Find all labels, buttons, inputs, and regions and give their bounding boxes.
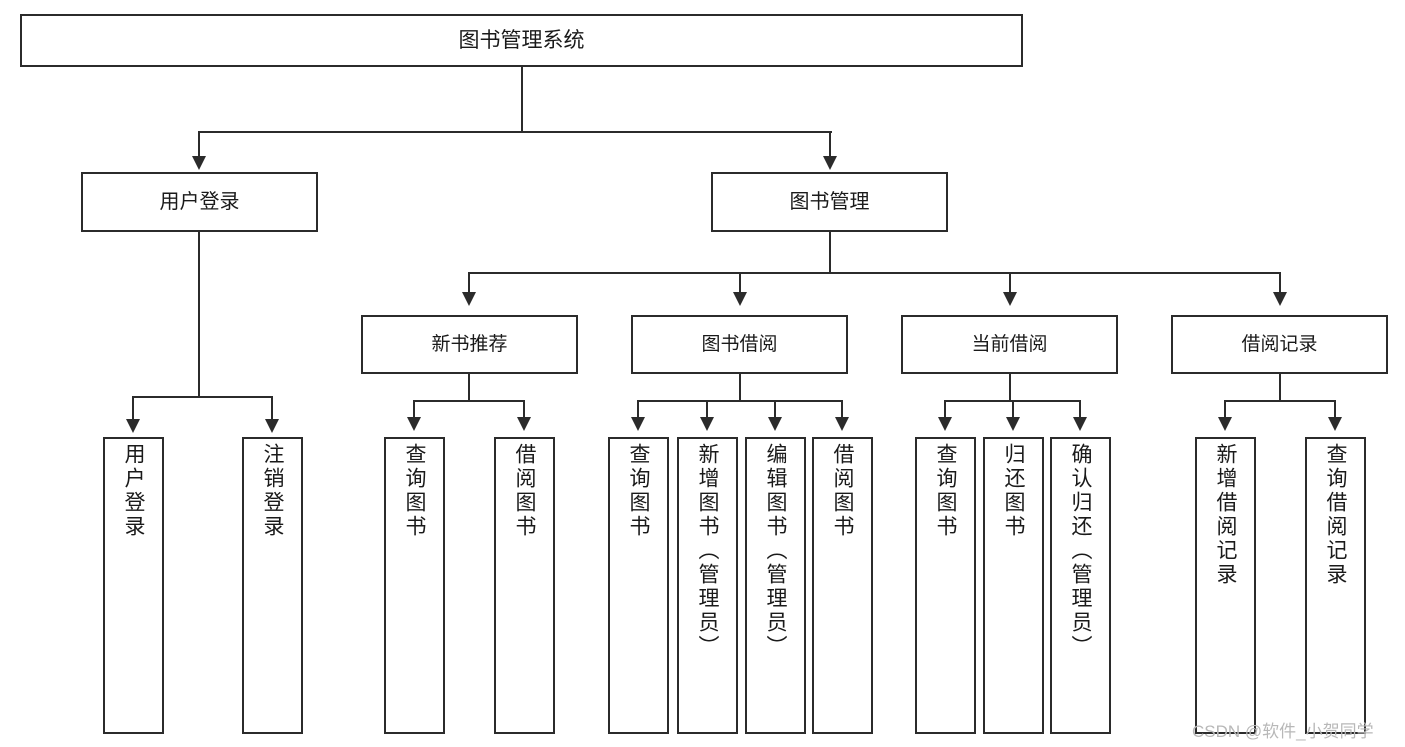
leaf-user-login[interactable]: 用户登录 (103, 437, 164, 734)
edge-borrow-record-drop-1 (1224, 400, 1226, 418)
arrow-to-borrow-record (1273, 292, 1287, 306)
arrow-leaf-query-record (1328, 417, 1342, 431)
arrow-leaf-borrow-book-1 (517, 417, 531, 431)
node-current-borrow[interactable]: 当前借阅 (901, 315, 1118, 374)
arrow-leaf-query-book-3 (938, 417, 952, 431)
node-user-login[interactable]: 用户登录 (81, 172, 318, 232)
leaf-query-book-current[interactable]: 查询图书 (915, 437, 976, 734)
arrow-leaf-add-book (700, 417, 714, 431)
csdn-watermark: CSDN @软件_小贺同学 (1192, 722, 1374, 741)
node-label: 归还图书 (1002, 443, 1025, 539)
arrow-leaf-confirm-return (1073, 417, 1087, 431)
node-book-borrow[interactable]: 图书借阅 (631, 315, 848, 374)
node-label: 借阅记录 (1241, 333, 1318, 355)
node-label: 用户登录 (159, 190, 240, 213)
edge-new-book-drop-2 (523, 400, 525, 418)
node-label: 注销登录 (261, 443, 284, 539)
edge-borrow-record-bus (1224, 400, 1335, 402)
node-label: 借阅图书 (513, 443, 536, 539)
node-label: 图书借阅 (701, 333, 778, 355)
arrow-leaf-edit-book (768, 417, 782, 431)
leaf-query-book-new[interactable]: 查询图书 (384, 437, 445, 734)
edge-to-book-borrow (739, 272, 741, 294)
edge-book-mgmt-bus (468, 272, 1280, 274)
arrow-leaf-query-book-2 (631, 417, 645, 431)
leaf-logout[interactable]: 注销登录 (242, 437, 303, 734)
arrow-to-new-book (462, 292, 476, 306)
arrow-leaf-user-login (126, 419, 140, 433)
node-label: 图书管理系统 (458, 28, 585, 52)
edge-book-borrow-drop-1 (637, 400, 639, 418)
arrow-to-current-borrow (1003, 292, 1017, 306)
leaf-add-book-admin[interactable]: 新增图书（管理员） (677, 437, 738, 734)
arrow-to-user-login (192, 156, 206, 170)
edge-to-borrow-record (1279, 272, 1281, 294)
node-root-system[interactable]: 图书管理系统 (20, 14, 1023, 67)
node-label: 图书管理 (789, 190, 870, 213)
node-label: 查询图书 (403, 443, 426, 539)
edge-current-borrow-drop-3 (1079, 400, 1081, 418)
node-label: 新增图书（管理员） (696, 443, 719, 659)
edge-book-borrow-bus (637, 400, 843, 402)
edge-current-borrow-drop-2 (1012, 400, 1014, 418)
leaf-add-borrow-record[interactable]: 新增借阅记录 (1195, 437, 1256, 734)
node-new-book-recommend[interactable]: 新书推荐 (361, 315, 578, 374)
arrow-leaf-return-book (1006, 417, 1020, 431)
edge-new-book-bus (413, 400, 524, 402)
edge-user-login-drop-2 (271, 396, 273, 421)
node-label: 新增借阅记录 (1214, 443, 1237, 587)
edge-root-bus (198, 131, 832, 133)
arrow-leaf-borrow-book-2 (835, 417, 849, 431)
leaf-return-book[interactable]: 归还图书 (983, 437, 1044, 734)
node-label: 查询图书 (934, 443, 957, 539)
edge-book-borrow-stem (739, 374, 741, 401)
leaf-borrow-book-new[interactable]: 借阅图书 (494, 437, 555, 734)
leaf-query-borrow-record[interactable]: 查询借阅记录 (1305, 437, 1366, 734)
edge-book-mgmt-stem (829, 232, 831, 274)
node-label: 查询图书 (627, 443, 650, 539)
node-book-management[interactable]: 图书管理 (711, 172, 948, 232)
edge-borrow-record-drop-2 (1334, 400, 1336, 418)
edge-user-login-drop-1 (132, 396, 134, 421)
node-borrow-record[interactable]: 借阅记录 (1171, 315, 1388, 374)
edge-book-borrow-drop-2 (706, 400, 708, 418)
edge-current-borrow-stem (1009, 374, 1011, 401)
edge-new-book-stem (468, 374, 470, 401)
leaf-confirm-return-admin[interactable]: 确认归还（管理员） (1050, 437, 1111, 734)
node-label: 借阅图书 (831, 443, 854, 539)
edge-to-user-login (198, 131, 200, 158)
edge-root-stem (521, 67, 523, 132)
edge-book-borrow-drop-4 (841, 400, 843, 418)
node-label: 当前借阅 (971, 333, 1048, 355)
arrow-leaf-logout (265, 419, 279, 433)
edge-borrow-record-stem (1279, 374, 1281, 401)
edge-new-book-drop-1 (413, 400, 415, 418)
arrow-to-book-borrow (733, 292, 747, 306)
edge-book-borrow-drop-3 (774, 400, 776, 418)
edge-to-current-borrow (1009, 272, 1011, 294)
node-label: 新书推荐 (431, 333, 508, 355)
node-label: 用户登录 (122, 443, 145, 539)
node-label: 查询借阅记录 (1324, 443, 1347, 587)
leaf-query-book-borrow[interactable]: 查询图书 (608, 437, 669, 734)
arrow-to-book-mgmt (823, 156, 837, 170)
node-label: 确认归还（管理员） (1069, 443, 1092, 659)
edge-user-login-stem (198, 232, 200, 397)
edge-to-book-mgmt (829, 131, 831, 158)
arrow-leaf-query-book-1 (407, 417, 421, 431)
edge-user-login-bus (132, 396, 272, 398)
edge-current-borrow-drop-1 (944, 400, 946, 418)
leaf-borrow-book-borrow[interactable]: 借阅图书 (812, 437, 873, 734)
arrow-leaf-add-record (1218, 417, 1232, 431)
node-label: 编辑图书（管理员） (764, 443, 787, 659)
edge-to-new-book (468, 272, 470, 294)
leaf-edit-book-admin[interactable]: 编辑图书（管理员） (745, 437, 806, 734)
